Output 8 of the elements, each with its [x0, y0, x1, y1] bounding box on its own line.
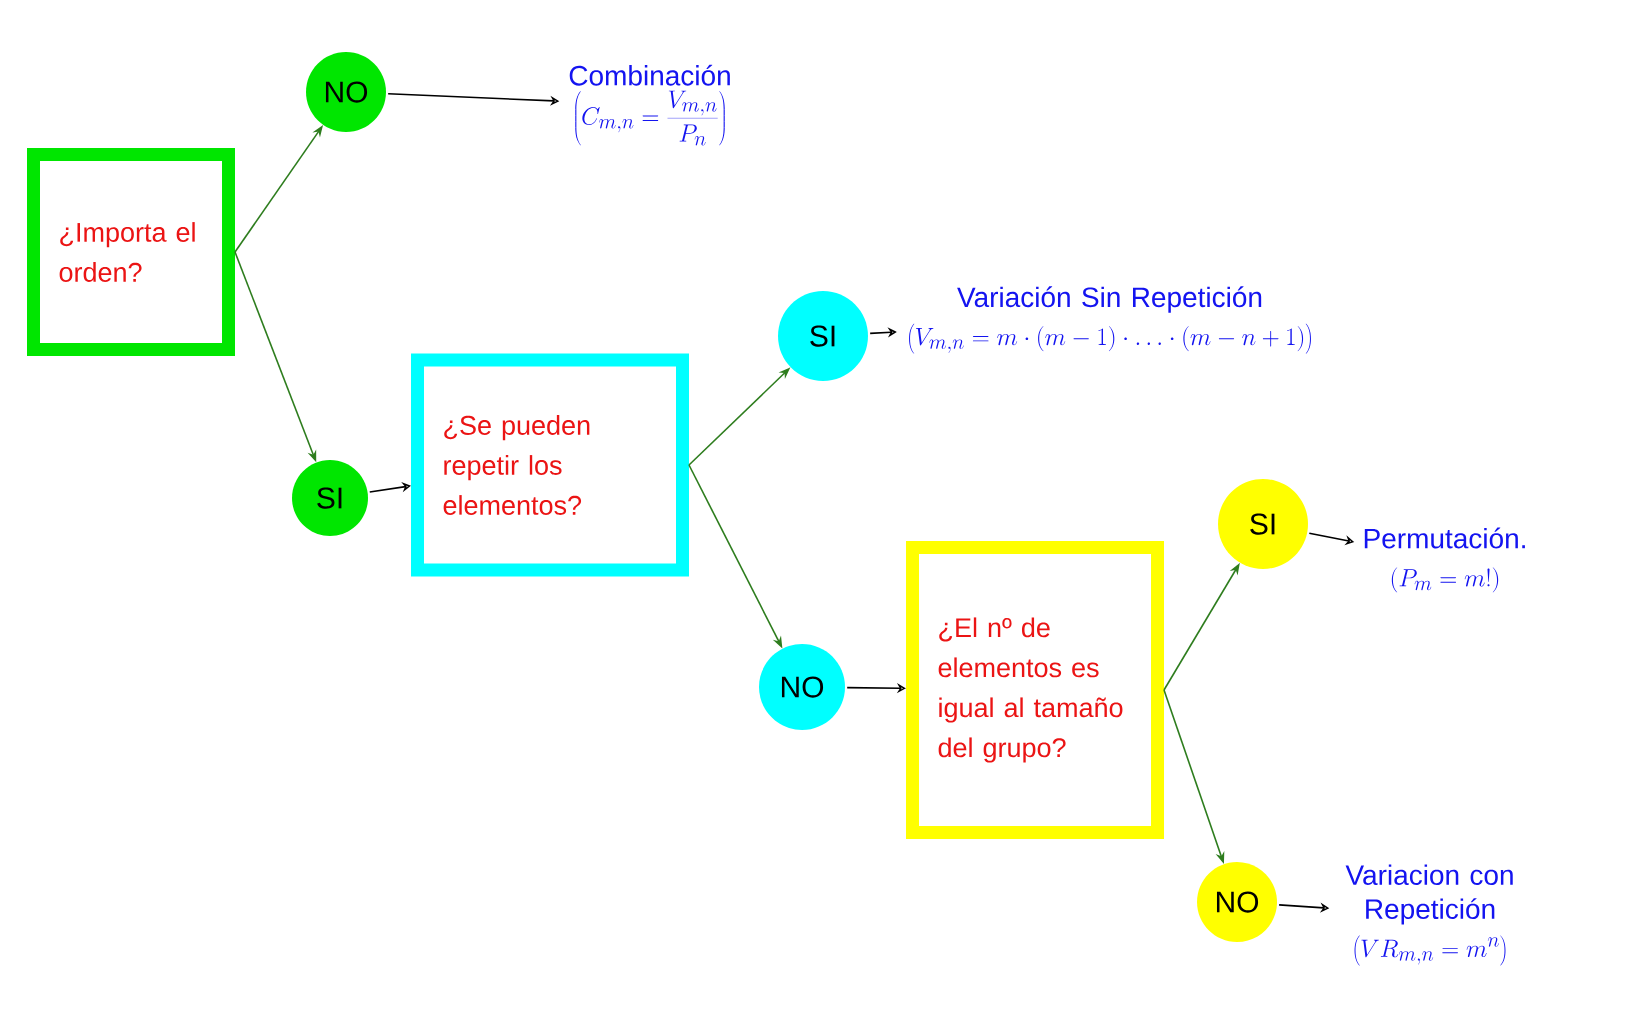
question-box: ¿Importa el orden?	[27, 148, 235, 356]
result-text: Combinación $\left(C_{m,n}=\frac{V_{m,n}}{P_n}\right)$	[569, 64, 730, 146]
result-text: Variación Sin Repetición $\left(V_{m,n}=m\cdot(m-1)\cdot\ldots\cdot(m-n+1)\right)$	[909, 286, 1311, 354]
result-text: Variacion con Repetición $\left(VR_{m,n}=m^n\right)$	[1345, 864, 1513, 966]
question-box: ¿El nº de elementos es igual al tamaño del grupo?	[906, 541, 1164, 839]
question-box: ¿Se pueden repetir los elementos?	[411, 353, 689, 577]
arrow	[368, 482, 411, 493]
result-text: Permutación. $\left(P_m=m!\right)$	[1364, 527, 1525, 593]
